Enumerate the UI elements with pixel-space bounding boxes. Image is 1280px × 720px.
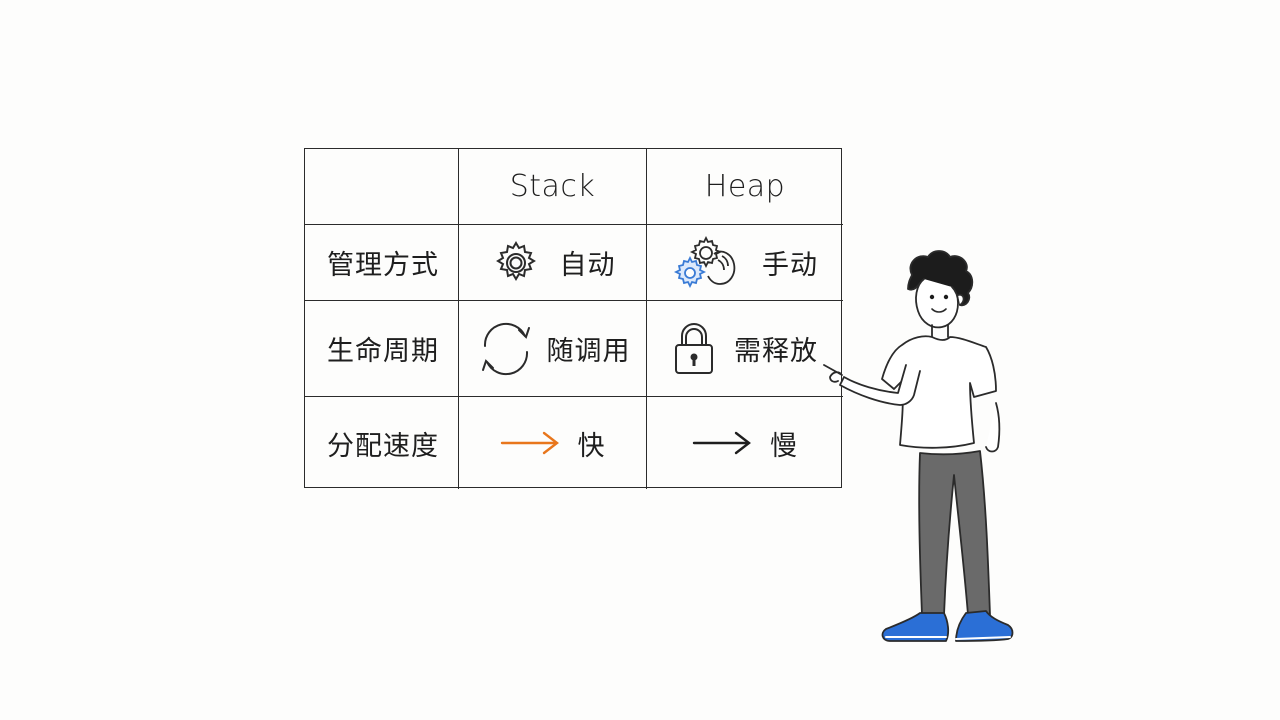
cell-heap-alloc-speed: 慢 [647,397,843,489]
gear-icon [490,237,542,289]
cell-stack-lifecycle: 随调用 [459,301,647,397]
heap-alloc-speed-text: 慢 [770,430,798,462]
header-corner-cell [305,149,459,225]
stack-lifecycle-text: 随调用 [546,336,631,367]
header-stack: Stack [459,149,647,225]
arrow-right-icon [500,430,560,456]
cell-heap-management: 手动 [647,225,843,301]
cell-stack-alloc-speed: 快 [459,397,647,489]
stack-management-text: 自动 [559,250,616,281]
arrow-right-icon [692,430,752,456]
heap-management-text: 手动 [762,250,818,281]
cycle-arrows-icon [475,318,537,380]
cell-stack-management: 自动 [459,225,647,301]
row-label-alloc-speed: 分配速度 [305,397,459,489]
comparison-table: Stack Heap 管理方式 自动 [304,148,843,489]
person-pointing-illustration [820,245,1040,669]
header-heap: Heap [647,149,843,225]
row-label-lifecycle: 生命周期 [305,301,459,397]
heap-lifecycle-text: 需释放 [734,336,818,367]
gear-hand-icon [672,234,744,292]
padlock-icon [672,321,716,377]
cell-heap-lifecycle: 需释放 [647,301,843,397]
row-label-management: 管理方式 [305,225,459,301]
stack-alloc-speed-text: 快 [577,430,606,462]
